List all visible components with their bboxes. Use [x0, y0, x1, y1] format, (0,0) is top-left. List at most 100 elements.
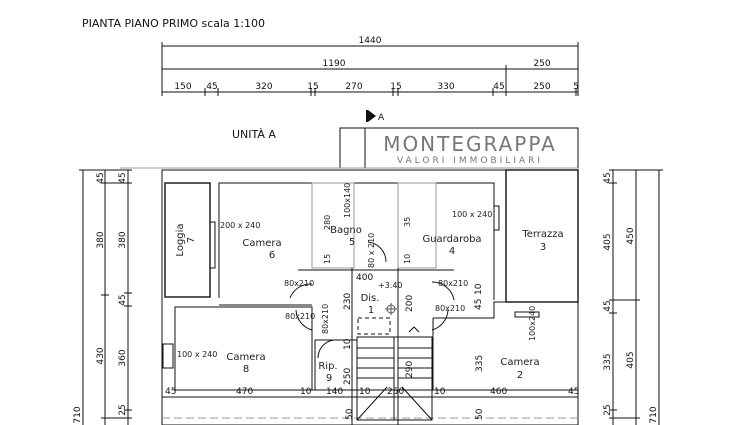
dim-width: 15 [390, 82, 401, 92]
svg-text:25: 25 [118, 404, 128, 415]
svg-text:335: 335 [475, 355, 485, 372]
svg-text:140: 140 [326, 387, 343, 397]
doors [162, 205, 540, 369]
svg-text:50: 50 [345, 408, 355, 420]
svg-text:100x140: 100x140 [343, 183, 352, 218]
dim-width: 270 [345, 82, 362, 92]
svg-text:10: 10 [403, 254, 412, 264]
svg-text:360: 360 [118, 349, 128, 366]
bottom-dimensions: 45 470 10 140 10 250 10 460 45 [162, 387, 579, 398]
svg-text:335: 335 [603, 353, 613, 370]
svg-text:710: 710 [649, 406, 659, 423]
room-name: Dis. [361, 293, 380, 304]
dim-width: 5 [573, 82, 579, 92]
top-dimensions: 1440 1190 250 150 45 320 15 270 15 330 4… [161, 36, 579, 96]
room-number: 9 [326, 373, 332, 384]
svg-text:710: 710 [73, 406, 83, 423]
svg-text:45: 45 [118, 294, 128, 305]
svg-text:250: 250 [343, 368, 353, 385]
svg-text:Loggia: Loggia [175, 223, 186, 256]
staircase [356, 317, 433, 421]
arrow-right-icon [368, 110, 376, 122]
opening-labels: 200 x 240 100 x 240 80x210 80x210 80x210… [177, 183, 537, 359]
svg-text:450: 450 [626, 227, 636, 244]
svg-text:35: 35 [403, 217, 412, 227]
svg-text:80x210: 80x210 [438, 279, 468, 288]
room-labels: Loggia 7 Camera 6 Bagno 5 Guardaroba 4 T… [175, 223, 564, 384]
dim-width: 250 [533, 59, 550, 69]
room-name: Camera [500, 357, 539, 368]
svg-text:400: 400 [356, 273, 373, 283]
svg-text:100 x 240: 100 x 240 [177, 350, 217, 359]
svg-text:380: 380 [96, 231, 106, 248]
svg-text:380: 380 [118, 231, 128, 248]
svg-text:100x240: 100x240 [528, 306, 537, 341]
level-marker: +3.40 [378, 281, 403, 315]
svg-text:VALORI IMMOBILIARI: VALORI IMMOBILIARI [397, 156, 543, 166]
room-number: 5 [349, 237, 355, 248]
svg-text:45: 45 [568, 387, 579, 397]
svg-text:45: 45 [603, 172, 613, 183]
room-number: 8 [243, 364, 249, 375]
inner-dimensions: 400 230 200 10 45 250 10 290 335 50 50 2… [323, 215, 485, 420]
room-number: 1 [368, 305, 374, 316]
room-number: 4 [449, 246, 455, 257]
dim-width: 15 [307, 82, 318, 92]
room-name: Camera [226, 352, 265, 363]
dim-width: 320 [255, 82, 272, 92]
svg-text:80x210: 80x210 [321, 304, 330, 334]
room-name: Rip. [318, 361, 337, 372]
svg-text:7: 7 [186, 237, 197, 243]
svg-text:10: 10 [359, 387, 371, 397]
svg-text:80x210: 80x210 [284, 279, 314, 288]
plan-title: PIANTA PIANO PRIMO scala 1:100 [82, 17, 265, 30]
watermark-logo: MONTEGRAPPA VALORI IMMOBILIARI [383, 132, 557, 166]
room-name: Camera [242, 238, 281, 249]
svg-text:80 x 210: 80 x 210 [367, 233, 376, 268]
svg-text:10: 10 [434, 387, 446, 397]
svg-text:10: 10 [343, 338, 353, 350]
room-loggia: Loggia 7 [175, 223, 197, 256]
dim-width: 1190 [323, 59, 346, 69]
svg-text:405: 405 [626, 351, 636, 368]
svg-text:50: 50 [475, 408, 485, 420]
svg-text:280: 280 [323, 215, 332, 230]
section-marker: A [366, 110, 385, 123]
unit-label: UNITÀ A [232, 128, 276, 141]
svg-text:100 x 240: 100 x 240 [452, 210, 492, 219]
room-number: 6 [269, 250, 275, 261]
svg-text:45: 45 [96, 172, 106, 183]
svg-text:15: 15 [323, 254, 332, 264]
room-name: Terrazza [521, 229, 563, 240]
level-value: +3.40 [378, 281, 403, 290]
dim-width: 45 [206, 82, 217, 92]
svg-text:200: 200 [405, 295, 415, 312]
dim-width: 45 [493, 82, 504, 92]
room-name: Guardaroba [422, 234, 481, 245]
room-number: 3 [540, 242, 546, 253]
svg-text:MONTEGRAPPA: MONTEGRAPPA [383, 132, 557, 156]
left-dimensions: 45 380 430 45 380 45 360 25 710 [73, 169, 132, 425]
room-name: Bagno [330, 225, 362, 236]
dim-width: 330 [437, 82, 454, 92]
svg-text:405: 405 [603, 233, 613, 250]
dim-width: 250 [533, 82, 550, 92]
svg-text:45: 45 [603, 300, 613, 311]
svg-text:A: A [378, 113, 385, 123]
svg-text:230: 230 [343, 293, 353, 310]
svg-text:430: 430 [96, 347, 106, 364]
svg-text:290: 290 [405, 361, 415, 378]
svg-text:460: 460 [490, 387, 507, 397]
svg-text:80x210: 80x210 [285, 312, 315, 321]
svg-text:80x210: 80x210 [435, 304, 465, 313]
svg-text:25: 25 [603, 404, 613, 415]
dim-total-width: 1440 [359, 36, 382, 46]
svg-text:45: 45 [474, 299, 484, 310]
svg-text:45: 45 [165, 387, 176, 397]
svg-text:250: 250 [387, 387, 404, 397]
svg-text:10: 10 [300, 387, 312, 397]
svg-text:470: 470 [236, 387, 253, 397]
svg-text:10: 10 [474, 283, 484, 295]
svg-text:200 x 240: 200 x 240 [220, 221, 260, 230]
